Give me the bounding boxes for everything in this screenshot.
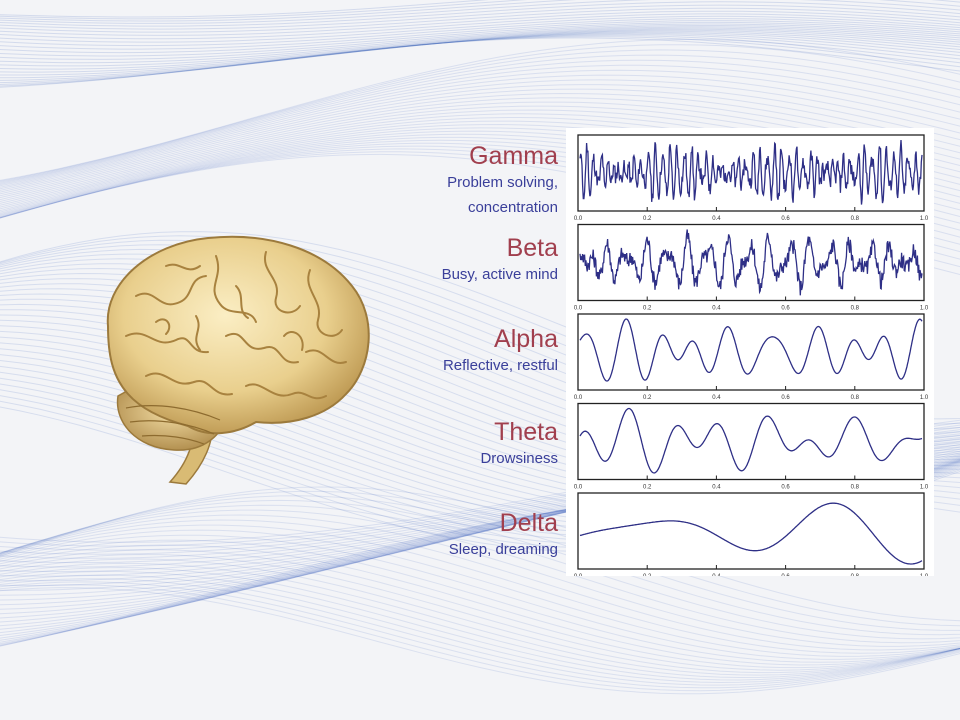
brain-illustration — [106, 235, 370, 485]
x-tick-label: 0.2 — [643, 306, 652, 312]
eeg-wave-line — [579, 502, 923, 565]
x-tick-label: 0.6 — [781, 574, 790, 576]
x-tick-label: 0.4 — [712, 574, 721, 576]
x-tick-label: 0.4 — [712, 485, 721, 491]
x-tick-label: 1.0 — [920, 306, 929, 312]
wave-label-theta: Theta Drowsiness — [480, 418, 558, 471]
x-tick-label: 0.2 — [643, 395, 652, 401]
eeg-panel-alpha: 0.0 0.2 0.4 0.6 0.8 1.0 — [574, 313, 929, 401]
eeg-frame — [577, 492, 925, 570]
x-tick-label: 0.4 — [712, 395, 721, 401]
wave-name: Delta — [499, 509, 558, 537]
wave-description: Drowsiness — [480, 450, 558, 467]
x-tick-label: 0.0 — [574, 306, 583, 312]
wave-name: Theta — [494, 418, 558, 446]
eeg-frame — [577, 223, 925, 302]
x-tick-label: 0.8 — [851, 574, 860, 576]
x-tick-label: 0.8 — [851, 216, 860, 222]
wave-description: concentration — [467, 199, 558, 216]
wave-name: Alpha — [494, 325, 558, 353]
x-tick-label: 0.0 — [574, 485, 583, 491]
wave-description: Sleep, dreaming — [448, 541, 558, 558]
x-tick-label: 0.2 — [643, 574, 652, 576]
x-tick-label: 1.0 — [920, 395, 929, 401]
wave-description: Busy, active mind — [441, 266, 558, 283]
brain-folds — [125, 251, 347, 400]
wave-name: Beta — [506, 234, 558, 262]
x-tick-label: 0.8 — [851, 395, 860, 401]
x-tick-label: 0.6 — [781, 216, 790, 222]
x-tick-label: 0.0 — [574, 216, 583, 222]
x-tick-label: 0.2 — [643, 485, 652, 491]
eeg-wave-line — [579, 407, 923, 474]
wave-label-gamma: Gamma Problem solving, concentration — [447, 142, 558, 220]
x-tick-label: 0.6 — [781, 306, 790, 312]
x-tick-label: 0.8 — [851, 485, 860, 491]
eeg-panel-delta: 0.0 0.2 0.4 0.6 0.8 1.0 — [574, 492, 929, 576]
eeg-wave-line — [579, 318, 923, 382]
x-tick-label: 0.2 — [643, 216, 652, 222]
x-tick-label: 1.0 — [920, 574, 929, 576]
eeg-panel-beta: 0.0 0.2 0.4 0.6 0.8 1.0 — [574, 223, 929, 312]
x-tick-label: 0.0 — [574, 395, 583, 401]
x-tick-label: 0.6 — [781, 485, 790, 491]
x-tick-label: 0.8 — [851, 306, 860, 312]
eeg-panel-gamma: 0.0 0.2 0.4 0.6 0.8 1.0 — [574, 134, 929, 222]
wave-description: Reflective, restful — [442, 357, 558, 374]
x-tick-label: 0.0 — [574, 574, 583, 576]
wave-description: Problem solving, — [447, 174, 558, 191]
eeg-frame — [577, 402, 925, 481]
wave-label-beta: Beta Busy, active mind — [442, 234, 558, 287]
x-tick-label: 1.0 — [920, 485, 929, 491]
eeg-panel-theta: 0.0 0.2 0.4 0.6 0.8 1.0 — [574, 402, 929, 491]
cerebellum-folds — [125, 405, 221, 445]
wave-name: Gamma — [469, 142, 558, 170]
eeg-wave-line — [579, 139, 923, 205]
wave-label-alpha: Alpha Reflective, restful — [443, 325, 558, 378]
eeg-wave-line — [579, 229, 923, 296]
x-tick-label: 0.4 — [712, 216, 721, 222]
wave-label-delta: Delta Sleep, dreaming — [449, 509, 558, 562]
x-tick-label: 1.0 — [920, 216, 929, 222]
x-tick-label: 0.4 — [712, 306, 721, 312]
x-tick-label: 0.6 — [781, 395, 790, 401]
